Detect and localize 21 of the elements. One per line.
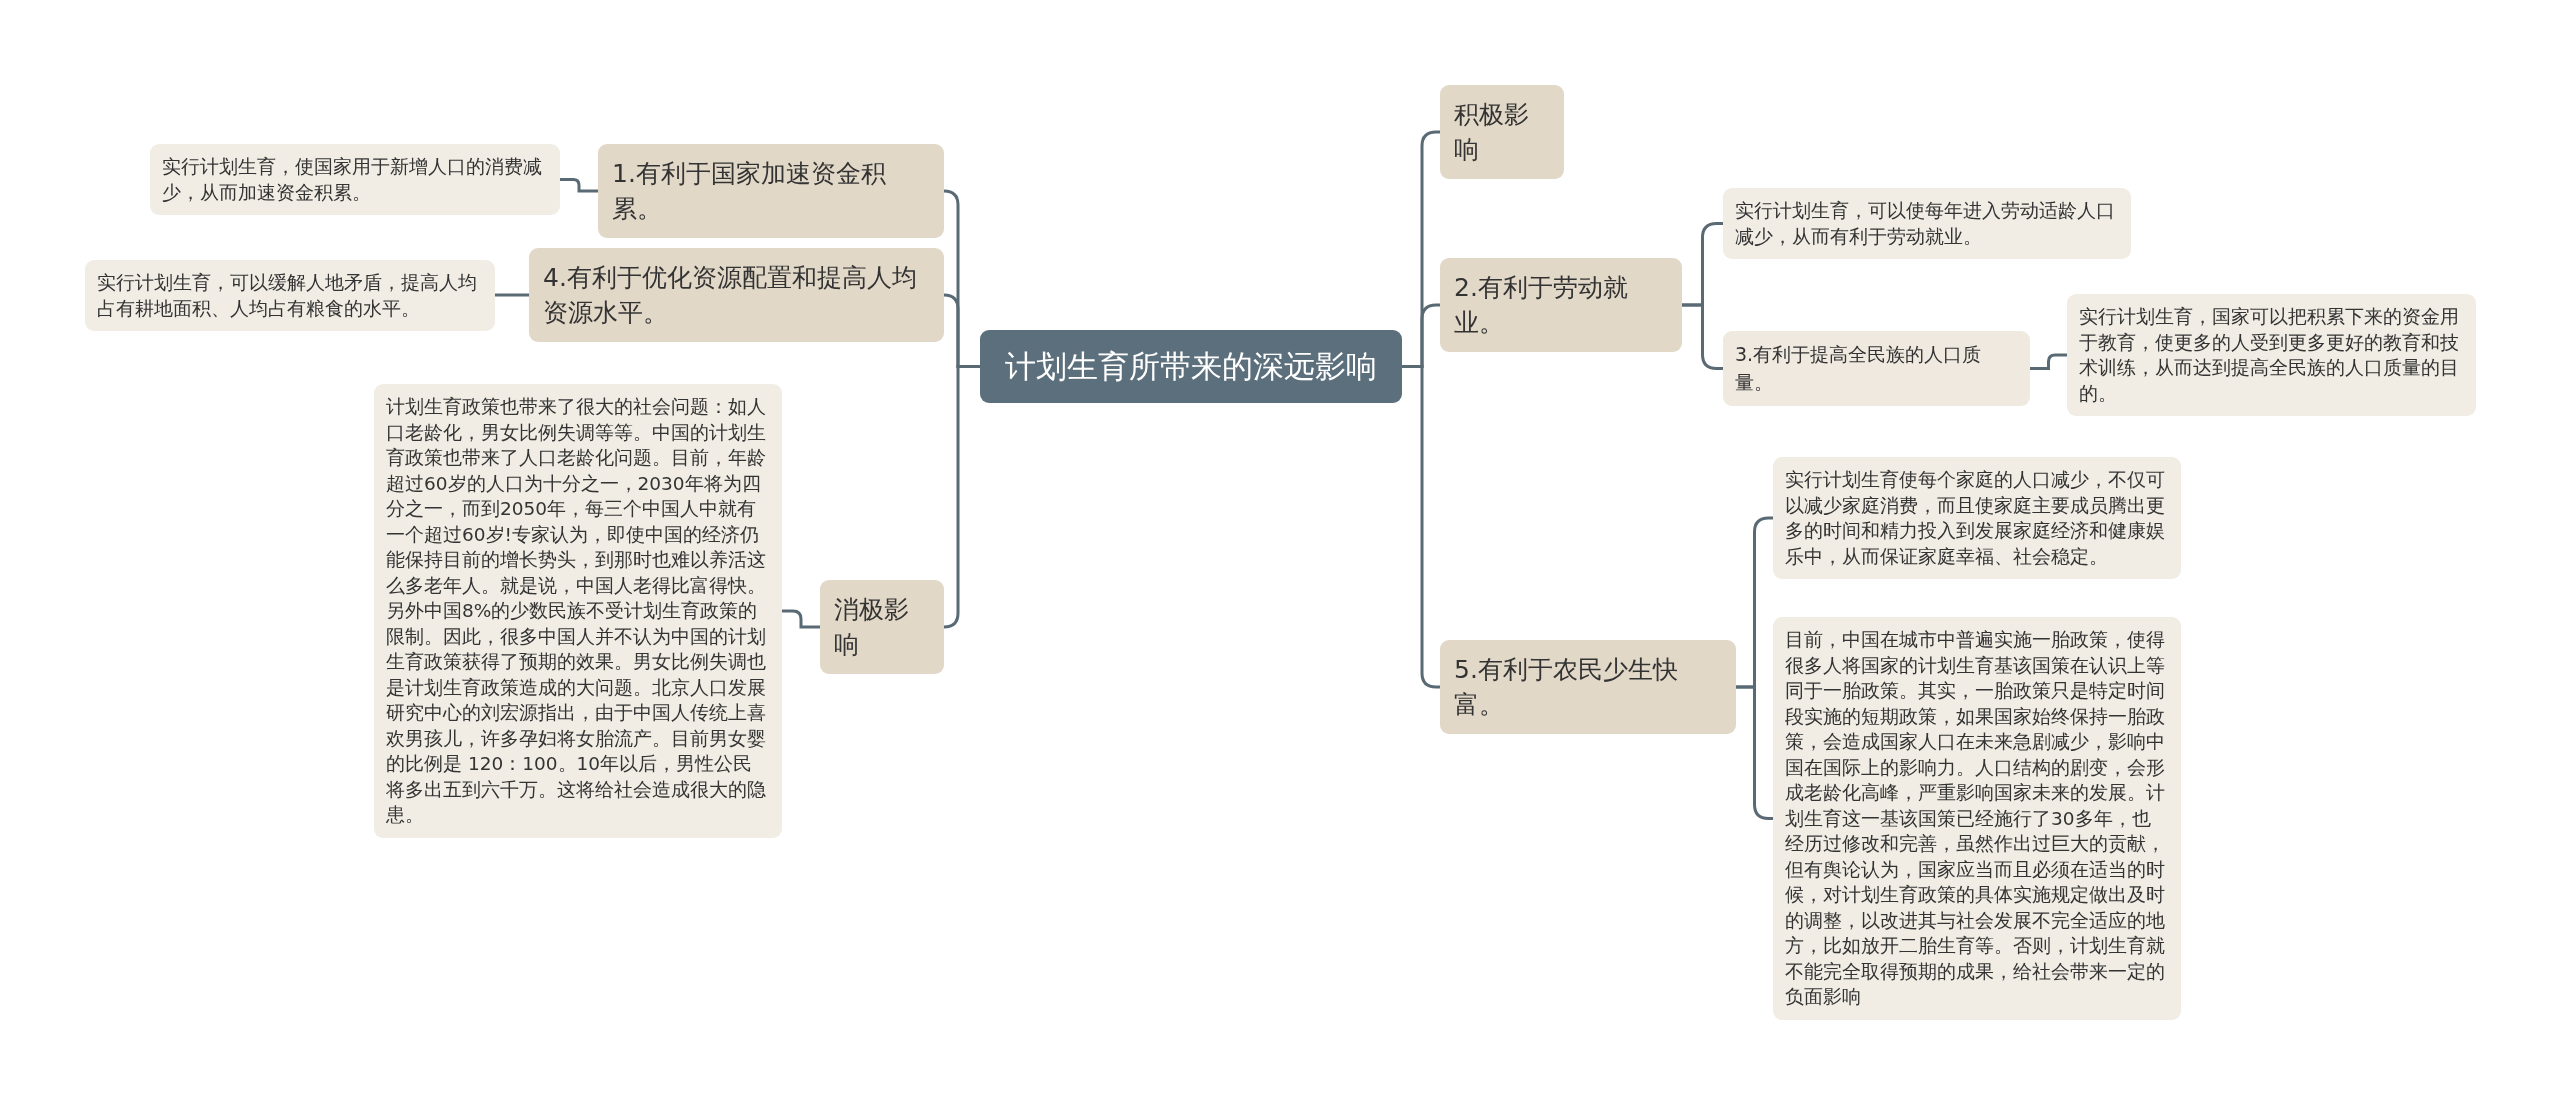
subtopic-box: 3.有利于提高全民族的人口质量。 [1723,331,2030,407]
note-box: 实行计划生育，可以缓解人地矛盾，提高人均占有耕地面积、人均占有粮食的水平。 [85,260,495,332]
connector-line [560,178,598,193]
note-box: 目前，中国在城市中普遍实施一胎政策，使得很多人将国家的计划生育基该国策在认识上等同于一胎政策。其实，一胎政策只是特定时间段实施的短期政策，如果国家始终保持一胎政策，会造成国家人口在未来急剧减少，影响中国在国际上的影响力。人口结构的剧变，会形成老龄化高峰，严重影响国家未来的发展。计划生育这一基该国策已经施行了30多年，也经历过修改和完善，虽然作出过巨大的贡献，但有舆论认为，国家应当而且必须在适当的时候，对计划生育政策的具体实施规定做出及时的调整，以改进其与社会发展不完全适应的地方，比如放开二胎生育等。否则，计划生育就不能完全取得预期的成果，给社会带来一定的负面影响 [1773,617,2181,1020]
central-topic-box: 计划生育所带来的深远影响 [980,330,1402,403]
connector-line [495,293,529,297]
topic-box: 2.有利于劳动就业。 [1440,258,1682,352]
note-box: 实行计划生育，国家可以把积累下来的资金用于教育，使更多的人受到更多更好的教育和技术训练，从而达到提高全民族的人口质量的目的。 [2067,294,2476,417]
connector-line [1682,303,1723,370]
topic-box: 1.有利于国家加速资金积累。 [598,144,944,238]
topic-box: 5.有利于农民少生快富。 [1440,640,1736,734]
topic-box: 积极影响 [1440,85,1564,179]
connector-line [782,609,820,629]
note-box: 实行计划生育，使国家用于新增人口的消费减少，从而加速资金积累。 [150,144,560,216]
connector-line [2030,353,2067,370]
note-box: 计划生育政策也带来了很大的社会问题：如人口老龄化，男女比例失调等等。中国的计划生育政策也带来了人口老龄化问题。目前，年龄超过60岁的人口为十分之一，2030年将为四分之一，而到2050年，每三个中国人中就有一个超过60岁!专家认为，即使中国的经济仍能保持目前的增长势头，到那时也难以养活这么多老年人。就是说，中国人老得比富得快。另外中国8%的少数民族不受计划生育政策的限制。因此，很多中国人并不认为中国的计划生育政策获得了预期的效果。男女比例失调也是计划生育政策造成的大问题。北京人口发展研究中心的刘宏源指出，由于中国人传统上喜欢男孩儿，许多孕妇将女胎流产。目前男女婴的比例是 120：100。10年以后，男性公民将多出五到六千万。这将给社会造成很大的隐患。 [374,384,782,838]
topic-box: 4.有利于优化资源配置和提高人均资源水平。 [529,248,944,342]
note-box: 实行计划生育使每个家庭的人口减少，不仅可以减少家庭消费，而且使家庭主要成员腾出更多的时间和精力投入到发展家庭经济和健康娱乐中，从而保证家庭幸福、社会稳定。 [1773,457,2181,580]
connector-line [942,365,980,629]
topic-box: 消极影响 [820,580,944,674]
note-box: 实行计划生育，可以使每年进入劳动适龄人口减少，从而有利于劳动就业。 [1723,188,2131,260]
